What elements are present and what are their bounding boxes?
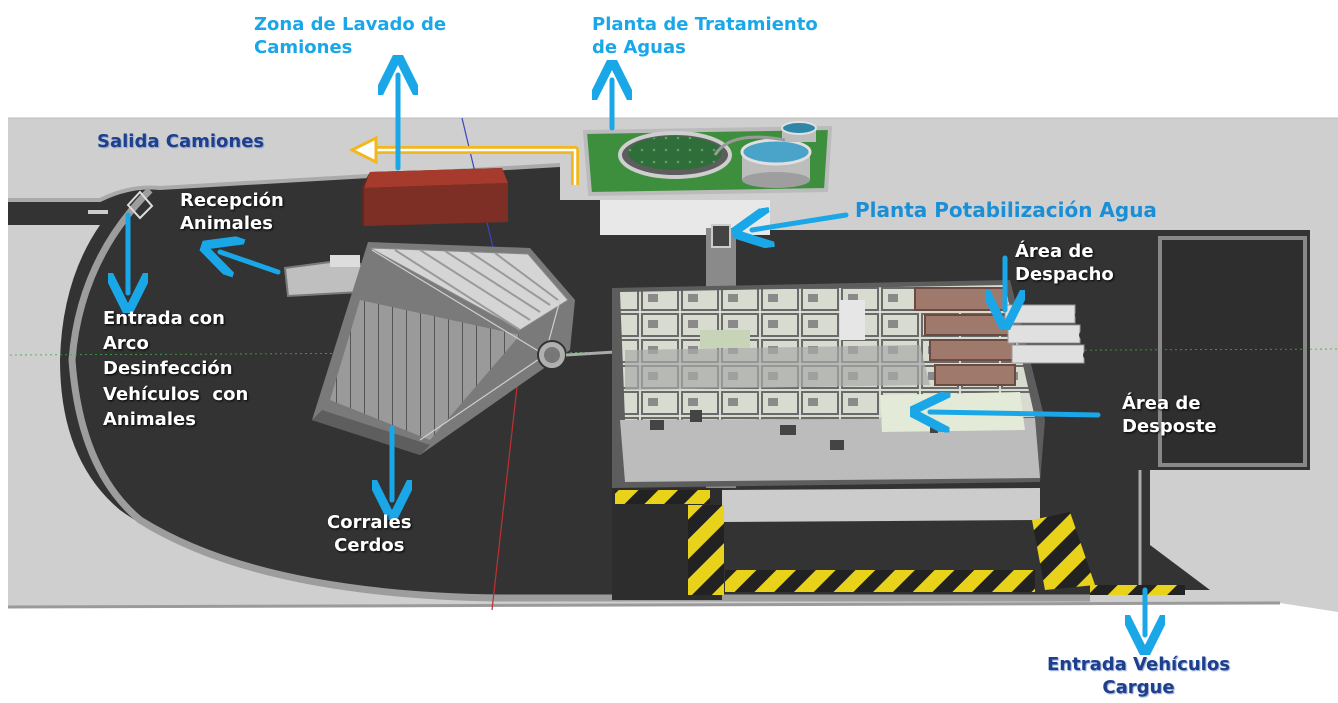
label-water-potabilization-plant: Planta Potabilización Agua: [855, 198, 1157, 222]
truck-wash-building: [362, 168, 508, 226]
water-treatment-plant: [582, 121, 833, 197]
arrow-deboning-area: [930, 412, 1101, 415]
label-deboning-area: Área de Desposte: [1122, 393, 1217, 437]
label-truck-exit: Salida Camiones: [97, 131, 265, 152]
label-loading-entrance: Entrada Vehículos Cargue: [1047, 654, 1230, 698]
label-water-treatment-plant: Planta de Tratamiento de Aguas: [592, 14, 818, 58]
disinfection-arch: [88, 190, 154, 220]
truck-exit-route: [348, 135, 579, 185]
label-dispatch-area: Área de Despacho: [1015, 241, 1114, 285]
label-truck-wash-zone: Zona de Lavado de Camiones: [254, 14, 447, 58]
loading-yard: [612, 470, 1185, 600]
label-animal-reception: Recepción Animales: [180, 190, 284, 234]
label-pig-pens: Corrales Cerdos: [327, 512, 412, 556]
pig-pens-building: [312, 242, 616, 455]
arrow-animal-reception: [220, 252, 281, 272]
arrow-water-potabilization: [752, 215, 849, 230]
label-arrows: [128, 75, 1145, 635]
label-disinfection-entrance: Entrada con Arco Desinfección Vehículos …: [103, 308, 249, 430]
